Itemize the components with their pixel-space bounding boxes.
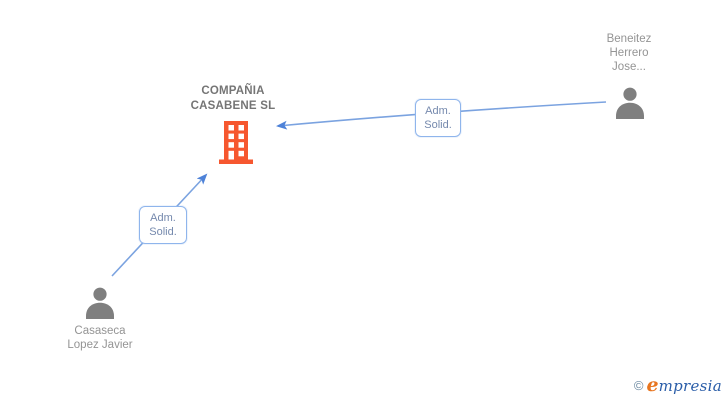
company-name: COMPAÑIA CASABENE SL <box>148 84 318 114</box>
person-name-line: Herrero <box>609 47 649 59</box>
person-icon-casaseca[interactable] <box>83 287 117 319</box>
edge-label-line: Adm. <box>150 212 176 224</box>
building-icon[interactable] <box>216 121 256 165</box>
person-name-line: Beneitez <box>606 33 652 45</box>
person-name-casaseca: Casaseca Lopez Javier <box>35 324 165 352</box>
copyright-icon: © <box>633 378 644 393</box>
edge-label-beneitez-company[interactable]: Adm. Solid. <box>415 99 461 137</box>
company-name-line1: COMPAÑIA <box>201 85 265 97</box>
person-name-beneitez: Beneitez Herrero Jose... <box>564 32 694 74</box>
person-icon-beneitez[interactable] <box>613 87 647 119</box>
company-name-line2: CASABENE SL <box>190 100 276 112</box>
person-name-line: Lopez Javier <box>67 339 133 351</box>
brand-letter-e: e <box>646 374 659 396</box>
edge-label-line: Solid. <box>424 119 452 131</box>
empresia-logo[interactable]: ©empresia <box>634 374 722 396</box>
brand-text: mpresia <box>658 377 722 395</box>
edge-label-line: Solid. <box>149 226 177 238</box>
person-name-line: Jose... <box>612 61 646 73</box>
edge-label-casaseca-company[interactable]: Adm. Solid. <box>139 206 187 244</box>
person-name-line: Casaseca <box>74 325 126 337</box>
edge-label-line: Adm. <box>425 105 451 117</box>
